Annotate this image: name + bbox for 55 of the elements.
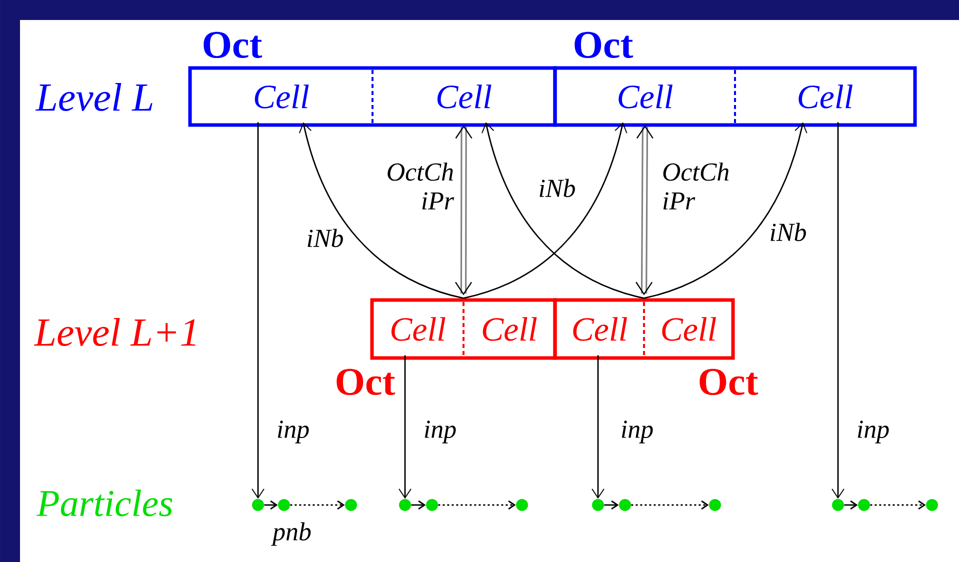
edge-label: inp (278, 420, 309, 444)
cell-label: Cell (482, 317, 537, 341)
edge-label: inp (424, 420, 456, 444)
cell-label: Cell (662, 317, 716, 341)
arrow (844, 500, 858, 510)
cell-label: Cell (618, 84, 672, 108)
node-label: Oct (574, 32, 634, 58)
arrow (252, 122, 264, 499)
particle-dot (345, 499, 357, 511)
arrow (298, 122, 464, 299)
node-label: Oct (204, 32, 262, 58)
arrow (411, 500, 426, 510)
particle-dot (926, 499, 938, 511)
arrow (636, 125, 654, 296)
edge-label: inp (858, 420, 889, 444)
edge-label: OctCh iPr (388, 162, 454, 210)
edge-label: iNb (308, 228, 343, 248)
particle-dot (709, 499, 721, 511)
cell-label: Cell (798, 84, 852, 108)
arrow (455, 125, 472, 296)
arrow (398, 355, 412, 499)
level-label: Particles (36, 490, 172, 516)
level-label: Level L (35, 82, 152, 112)
node-label: Oct (700, 368, 758, 396)
edge-label: iNb (770, 222, 806, 242)
edge-label: inp (622, 420, 653, 444)
arrow (592, 355, 604, 499)
particle-dot (516, 499, 528, 511)
arrow (870, 500, 926, 510)
arrow (604, 500, 619, 510)
arrow (631, 500, 709, 510)
particle-dot (592, 499, 604, 511)
particle-dot (278, 499, 290, 511)
arrow (482, 122, 644, 299)
node-label: Oct (336, 368, 396, 396)
arrow (264, 500, 278, 510)
cell-label: Cell (391, 317, 446, 341)
particle-dot (252, 499, 264, 511)
level-label: Level L+1 (34, 318, 196, 346)
particle-dot (858, 499, 870, 511)
particle-dot (399, 499, 411, 511)
arrow (463, 122, 628, 299)
edge-label: iNb (540, 178, 575, 198)
particle-dot (832, 499, 844, 511)
arrow (290, 500, 345, 510)
particle-dot (426, 499, 438, 511)
arrow (644, 122, 808, 299)
particle-dot (619, 499, 631, 511)
arrow (438, 500, 516, 510)
cell-label: Cell (437, 84, 492, 108)
edge-label: OctCh iPr (663, 162, 729, 210)
arrow (832, 122, 844, 499)
cell-label: Cell (254, 84, 309, 108)
cell-label: Cell (573, 317, 627, 341)
level-label: pnb (271, 522, 311, 546)
